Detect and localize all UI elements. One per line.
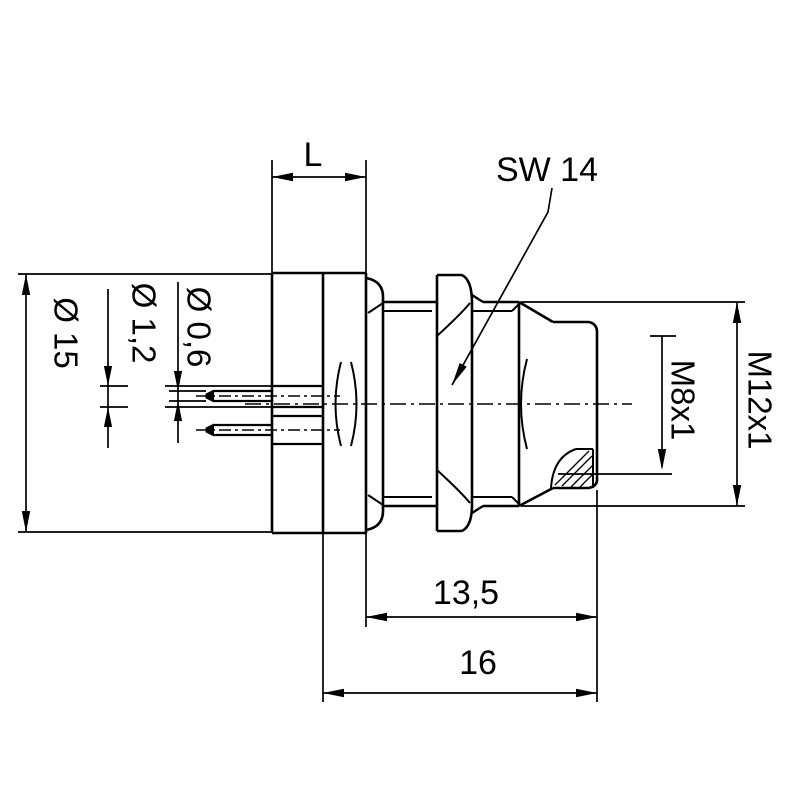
arrowhead <box>345 172 366 182</box>
lower-pin-tip <box>205 423 214 437</box>
arrowhead <box>657 449 667 470</box>
thread-minor-left <box>383 310 432 498</box>
arrowhead <box>272 172 293 182</box>
rear-body <box>270 271 368 535</box>
centerlines <box>196 395 632 431</box>
nut-shoulder-diagonals <box>471 293 484 515</box>
front-barrel <box>553 320 599 490</box>
upper-pin-tip <box>205 389 214 403</box>
nut-corner-arcs <box>461 273 474 533</box>
outer-diameter-label: Ø 15 <box>47 297 84 369</box>
cutaway-arc <box>550 448 577 489</box>
arrowhead <box>21 511 31 532</box>
arrowhead <box>576 688 597 698</box>
arrowhead <box>173 371 183 391</box>
arrowhead <box>103 407 113 427</box>
mount-thread-label: M12x1 <box>741 350 778 449</box>
thread-major-right <box>483 300 519 508</box>
rear-body-contour-arcs <box>334 361 358 447</box>
arrowhead <box>732 485 742 506</box>
gasket-seal <box>365 276 385 532</box>
sw14-leader-arrowhead <box>452 363 467 385</box>
thread-minor-right <box>472 310 512 498</box>
nut-face-arcs <box>436 302 471 504</box>
nut-top-bottom-edges <box>437 273 462 533</box>
front-chamfer-arcs <box>588 320 599 490</box>
thread-major-left <box>383 300 437 508</box>
m12-section <box>472 300 554 508</box>
section-cutaway <box>550 448 594 489</box>
body-arc-left <box>334 361 342 447</box>
arrowhead <box>21 274 31 295</box>
arrowhead <box>732 302 742 323</box>
mount-thread-section <box>367 300 437 508</box>
front-thread-label: M8x1 <box>664 360 701 441</box>
arrowhead <box>366 612 387 622</box>
lower-pin-solder-cup <box>272 414 323 446</box>
pin-diameter-large-label: Ø 1,2 <box>125 283 162 364</box>
pin-diameter-small-label: Ø 0,6 <box>180 287 217 368</box>
body-arc-right <box>350 361 358 447</box>
thread-length-label: 13,5 <box>433 574 499 612</box>
sw14-leader-line <box>451 187 553 386</box>
length-label: L <box>304 136 323 174</box>
dimension-lines <box>18 160 745 702</box>
shoulder-contour-arc <box>520 358 528 450</box>
dia06-ext <box>169 390 206 402</box>
solder-pins <box>214 384 323 446</box>
hex-nut <box>435 273 484 533</box>
lower-pin-body <box>214 423 272 437</box>
dimension-labels: L SW 14 13,5 16 Ø 15 Ø 1,2 Ø 0,6 M8x1 M1… <box>47 136 778 682</box>
wrench-size-label: SW 14 <box>496 151 598 189</box>
arrowhead <box>173 401 183 421</box>
upper-pin-solder-cup <box>272 384 323 409</box>
cutaway-bounds <box>576 448 594 488</box>
part-outline <box>205 271 599 535</box>
barrel-edges <box>553 320 589 490</box>
arrowhead <box>576 612 597 622</box>
pin-tips <box>205 389 214 437</box>
hatch-lines <box>554 450 594 488</box>
arrowhead <box>323 688 344 698</box>
thread-runout <box>367 302 384 506</box>
arrowhead <box>103 366 113 386</box>
arrowheads <box>21 172 742 698</box>
upper-pin-body <box>214 389 272 403</box>
shoulder-chamfers <box>518 300 554 508</box>
total-length-label: 16 <box>459 644 497 682</box>
